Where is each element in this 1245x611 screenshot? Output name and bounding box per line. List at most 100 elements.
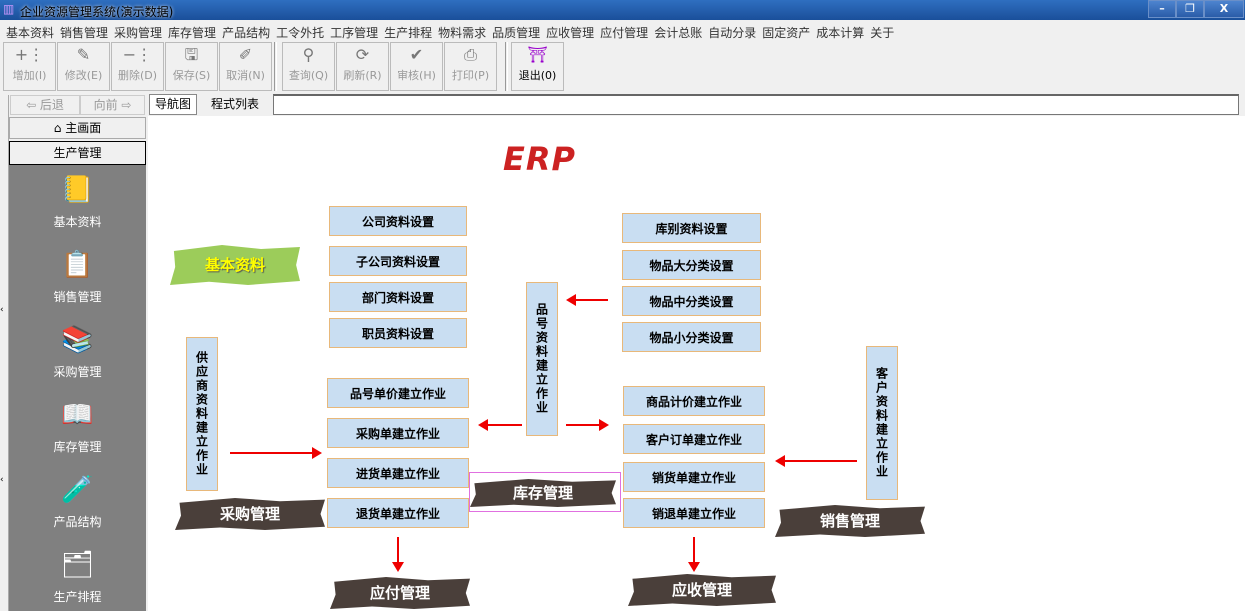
- tab-program-list[interactable]: 程式列表: [200, 94, 270, 115]
- banner-payable[interactable]: 应付管理: [330, 577, 470, 609]
- menu-item[interactable]: 会计总账: [654, 26, 703, 40]
- box-department[interactable]: 部门资料设置: [329, 282, 467, 312]
- window-title: 企业资源管理系统(演示数据): [20, 5, 174, 19]
- menu-item[interactable]: 销售管理: [60, 26, 109, 40]
- home-icon: ⌂: [53, 121, 62, 135]
- add-button[interactable]: +⋮增加(I): [3, 42, 56, 91]
- sidebar-item-label: 产品结构: [53, 515, 102, 529]
- menu-item[interactable]: 库存管理: [168, 26, 217, 40]
- banner-basic[interactable]: 基本资料: [170, 245, 300, 285]
- print-button[interactable]: ⎙ 打印(P): [444, 42, 497, 91]
- sidebar-item[interactable]: 📒基本资料: [9, 173, 146, 230]
- menu-item[interactable]: 工令外托: [276, 26, 325, 40]
- module-icon: 🗂: [60, 550, 94, 580]
- menu-item[interactable]: 固定资产: [762, 26, 811, 40]
- banner-sales[interactable]: 销售管理: [775, 505, 925, 537]
- box-employee[interactable]: 职员资料设置: [329, 318, 467, 348]
- print-icon: ⎙: [464, 45, 477, 64]
- menu-item[interactable]: 关于: [870, 26, 895, 40]
- splitter[interactable]: ‹ ‹: [0, 95, 9, 611]
- cancel-button[interactable]: ✐取消(N): [219, 42, 272, 91]
- sidebar-home-label: 主画面: [65, 121, 102, 135]
- sidebar-item-label: 采购管理: [53, 365, 102, 379]
- menu-item[interactable]: 应付管理: [600, 26, 649, 40]
- arrow: [775, 455, 857, 467]
- toolbar-label: 保存(S): [172, 69, 211, 82]
- banner-inventory[interactable]: 库存管理: [470, 479, 616, 507]
- sidebar-item-label: 销售管理: [53, 290, 102, 304]
- menu-item[interactable]: 工序管理: [330, 26, 379, 40]
- arrow: [566, 294, 608, 306]
- sidebar-item[interactable]: 🗂生产排程: [9, 548, 146, 605]
- sidebar-item[interactable]: 🧪 产品结构: [9, 473, 146, 530]
- box-warehouse[interactable]: 库别资料设置: [622, 213, 761, 243]
- box-company[interactable]: 公司资料设置: [329, 206, 467, 236]
- menu-item[interactable]: 成本计算: [816, 26, 865, 40]
- inventory-frame: [469, 472, 621, 512]
- sidebar-item[interactable]: 📖库存管理: [9, 398, 146, 455]
- collapse-left-icon[interactable]: ‹: [0, 305, 4, 315]
- box-cat-small[interactable]: 物品小分类设置: [622, 322, 761, 352]
- module-icon: 🧪: [61, 475, 94, 505]
- check-icon: ✔: [409, 45, 424, 64]
- delete-button[interactable]: −⋮删除(D): [111, 42, 164, 91]
- menu-item[interactable]: 物料需求: [438, 26, 487, 40]
- menu-item[interactable]: 应收管理: [546, 26, 595, 40]
- menu-item[interactable]: 生产排程: [384, 26, 433, 40]
- banner-purchase[interactable]: 采购管理: [175, 498, 325, 530]
- address-field[interactable]: [273, 94, 1239, 115]
- toolbar-label: 删除(D): [117, 69, 158, 82]
- check-button[interactable]: ✔审核(H): [390, 42, 443, 91]
- close-button[interactable]: X: [1204, 0, 1244, 18]
- box-sales-return[interactable]: 销退单建立作业: [623, 498, 765, 528]
- exit-button[interactable]: ⛩退出(0): [511, 42, 564, 91]
- sidebar-home[interactable]: ⌂ 主画面: [9, 117, 146, 139]
- forward-button[interactable]: 向前 ⇨: [80, 95, 145, 115]
- minimize-button[interactable]: –: [1148, 0, 1176, 18]
- box-sales[interactable]: 销货单建立作业: [623, 462, 765, 492]
- tab-navigation-map[interactable]: 导航图: [149, 94, 197, 115]
- menu-item[interactable]: 品质管理: [492, 26, 541, 40]
- toolbar-label: 退出(0): [518, 69, 557, 82]
- menu-item[interactable]: 基本资料: [6, 26, 55, 40]
- sidebar-items: 📒基本资料 📋销售管理 📚 采购管理 📖库存管理 🧪 产品结构 🗂生产排程: [9, 165, 146, 611]
- sidebar-item[interactable]: 📚 采购管理: [9, 323, 146, 380]
- box-purchase-order[interactable]: 采购单建立作业: [327, 418, 469, 448]
- box-product-price[interactable]: 商品计价建立作业: [623, 386, 765, 416]
- menu-item[interactable]: 自动分录: [708, 26, 757, 40]
- toolbar-label: 增加(I): [12, 69, 47, 82]
- box-receipt[interactable]: 进货单建立作业: [327, 458, 469, 488]
- arrow-down: [392, 537, 404, 572]
- menu-item[interactable]: 采购管理: [114, 26, 163, 40]
- toolbar-label: 打印(P): [451, 69, 490, 82]
- box-customer-order[interactable]: 客户订单建立作业: [623, 424, 765, 454]
- save-icon: 🖫: [184, 45, 199, 64]
- box-supplier[interactable]: 供应商资料建立作业: [186, 337, 218, 491]
- banner-receivable[interactable]: 应收管理: [628, 574, 776, 606]
- edit-icon: ✎: [76, 45, 91, 64]
- sidebar-group-production[interactable]: 生产管理: [9, 141, 146, 165]
- back-button[interactable]: ⇦ 后退: [10, 95, 80, 115]
- box-cat-large[interactable]: 物品大分类设置: [622, 250, 761, 280]
- menu-item[interactable]: 产品结构: [222, 26, 271, 40]
- box-customer[interactable]: 客户资料建立作业: [866, 346, 898, 500]
- arrow: [566, 419, 609, 431]
- restore-button[interactable]: ❐: [1176, 0, 1204, 18]
- sidebar-item[interactable]: 📋销售管理: [9, 248, 146, 305]
- collapse-left-icon[interactable]: ‹: [0, 475, 4, 485]
- edit-button[interactable]: ✎修改(E): [57, 42, 110, 91]
- save-button[interactable]: 🖫 保存(S): [165, 42, 218, 91]
- menu-bar: 基本资料销售管理采购管理库存管理产品结构工令外托工序管理生产排程物料需求品质管理…: [0, 21, 1245, 41]
- arrow-down: [688, 537, 700, 572]
- toolbar-label: 刷新(R): [343, 69, 382, 82]
- module-icon: 📚: [61, 325, 94, 355]
- refresh-button[interactable]: ⟳刷新(R): [336, 42, 389, 91]
- title-bar: ▥ 企业资源管理系统(演示数据) – ❐ X: [0, 0, 1245, 20]
- binoculars-button[interactable]: ⚲查询(Q): [282, 42, 335, 91]
- box-item[interactable]: 品号资料建立作业: [526, 282, 558, 436]
- box-item-price[interactable]: 品号单价建立作业: [327, 378, 469, 408]
- box-subcompany[interactable]: 子公司资料设置: [329, 246, 467, 276]
- box-purchase-return[interactable]: 退货单建立作业: [327, 498, 469, 528]
- box-cat-mid[interactable]: 物品中分类设置: [622, 286, 761, 316]
